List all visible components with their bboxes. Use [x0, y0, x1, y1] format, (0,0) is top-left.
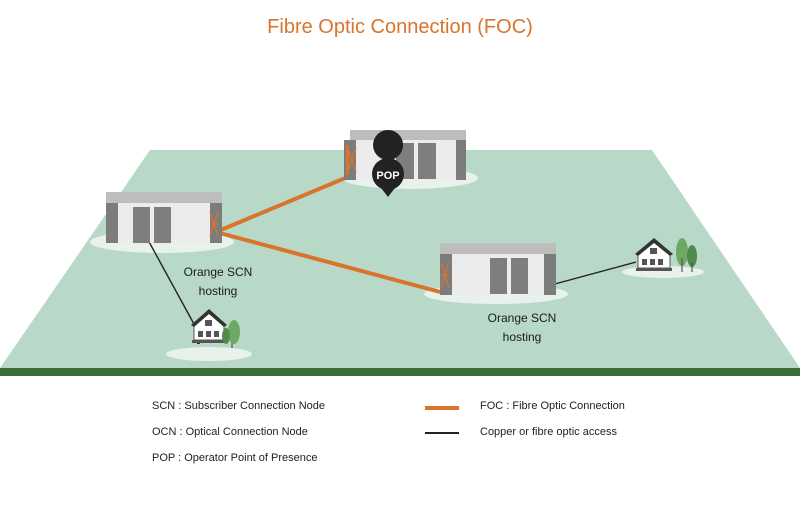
legend-foc: FOC : Fibre Optic Connection	[480, 400, 625, 412]
legend-ocn: OCN : Optical Connection Node	[152, 426, 308, 438]
house-right	[635, 238, 697, 272]
legend-access-swatch	[425, 432, 459, 434]
legend-access: Copper or fibre optic access	[480, 426, 617, 438]
pop-building	[344, 130, 466, 180]
foc-line-bottom	[215, 230, 445, 295]
scn-left-label: Orange SCN hosting	[148, 263, 288, 301]
foc-line-top	[215, 174, 351, 234]
scn-right-label: Orange SCN hosting	[452, 309, 592, 347]
house-left	[191, 309, 240, 348]
pop-badge: POP	[372, 130, 404, 197]
scn-right-label-line1: Orange SCN	[487, 311, 557, 325]
scn-right-label-line2: hosting	[502, 330, 542, 344]
access-line-left	[147, 239, 201, 336]
pop-badge-label: POP	[376, 170, 399, 182]
legend-scn: SCN : Subscriber Connection Node	[152, 400, 326, 412]
house-left-shadow	[166, 347, 252, 361]
diagram-title: Fibre Optic Connection (FOC)	[267, 16, 533, 38]
legend-foc-swatch	[425, 406, 459, 410]
ground-edge	[0, 368, 800, 376]
scn-building-right	[440, 243, 556, 295]
scn-left-label-line1: Orange SCN	[183, 265, 253, 279]
legend-pop: POP : Operator Point of Presence	[152, 452, 318, 464]
scn-building-left	[106, 192, 222, 243]
scn-left-label-line2: hosting	[198, 284, 238, 298]
